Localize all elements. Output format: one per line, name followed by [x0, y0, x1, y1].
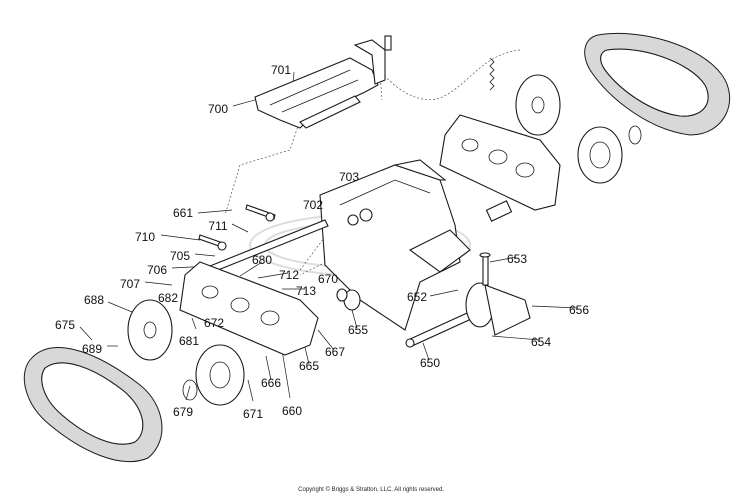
callout-667: 667 — [325, 345, 345, 359]
callout-689: 689 — [82, 342, 102, 356]
callout-665: 665 — [299, 359, 319, 373]
callout-705: 705 — [170, 249, 190, 263]
track-lower-left — [23, 347, 163, 463]
callout-671: 671 — [243, 407, 263, 421]
track-upper-right — [584, 32, 731, 136]
callout-688: 688 — [84, 293, 104, 307]
callout-650: 650 — [420, 356, 440, 370]
callout-701: 701 — [271, 63, 291, 77]
wheel-upper — [515, 74, 561, 136]
callout-711: 711 — [208, 219, 227, 233]
callout-702: 702 — [303, 198, 323, 212]
spacers-center — [336, 208, 373, 311]
callout-660: 660 — [282, 404, 302, 418]
callout-654: 654 — [531, 335, 551, 349]
callout-655: 655 — [348, 323, 368, 337]
callout-656: 656 — [569, 303, 589, 317]
callout-679: 679 — [173, 405, 193, 419]
sprocket-upper — [577, 125, 642, 184]
sprocket-lower — [182, 344, 245, 406]
callout-672: 672 — [204, 316, 224, 330]
callout-700: 700 — [208, 102, 228, 116]
callout-707: 707 — [120, 277, 140, 291]
callout-652: 652 — [407, 290, 427, 304]
side-plate-left — [179, 261, 319, 356]
side-plate-right — [439, 114, 561, 211]
callout-666: 666 — [261, 376, 281, 390]
leader-lines — [79, 71, 579, 402]
callout-670: 670 — [318, 272, 338, 286]
main-frame — [319, 159, 513, 331]
drive-chain — [465, 282, 531, 336]
copyright-text: Copyright © Briggs & Stratton, LLC. All … — [298, 486, 444, 493]
callout-710: 710 — [135, 230, 155, 244]
callout-681: 681 — [179, 334, 199, 348]
spring-upper — [489, 57, 495, 91]
callout-712: 712 — [279, 268, 299, 282]
callout-682: 682 — [158, 291, 178, 305]
callout-675: 675 — [55, 318, 75, 332]
callout-713: 713 — [296, 284, 316, 298]
bolt-653 — [479, 252, 491, 286]
drive-handle — [254, 35, 392, 129]
wheel-lower — [127, 299, 173, 361]
callout-653: 653 — [507, 252, 527, 266]
callout-661: 661 — [173, 206, 193, 220]
callout-680: 680 — [252, 253, 272, 267]
callout-706: 706 — [147, 263, 167, 277]
callout-703: 703 — [339, 170, 359, 184]
bolts-left — [198, 204, 276, 251]
